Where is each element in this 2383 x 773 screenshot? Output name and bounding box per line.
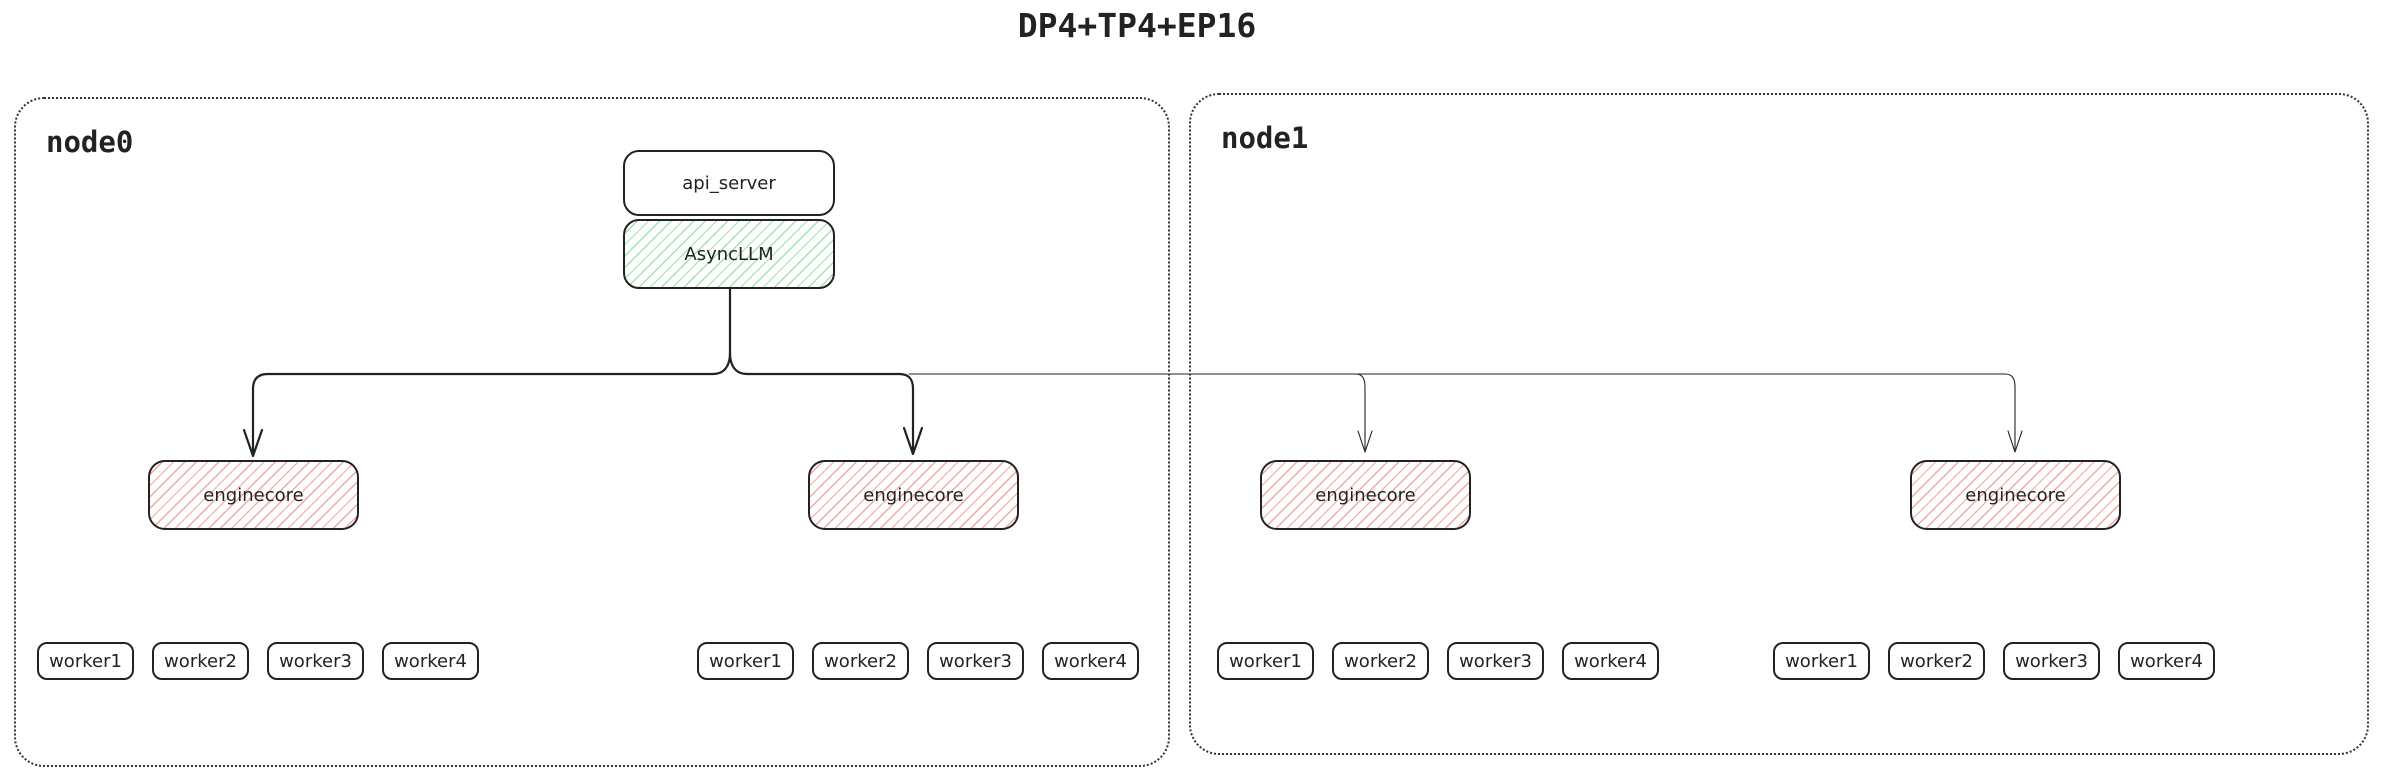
stem-and-left-branch-line	[251, 287, 732, 453]
worker-box: worker4	[2118, 642, 2215, 680]
enginecore-label: enginecore	[863, 484, 964, 506]
diagram-title: DP4+TP4+EP16	[1017, 6, 1257, 45]
asyncllm-box: AsyncLLM	[623, 219, 835, 289]
worker-row-4: worker1 worker2 worker3 worker4	[1773, 642, 2215, 680]
arrowhead-enginecore1	[242, 428, 264, 458]
api-server-box: api_server	[623, 150, 835, 216]
worker-box: worker2	[812, 642, 909, 680]
node1-label: node1	[1221, 121, 1309, 155]
arrowhead-enginecore4	[2007, 430, 2023, 453]
cross-node-line	[908, 373, 2016, 450]
branch-enginecore3-line	[1355, 373, 1366, 450]
worker-box: worker3	[2003, 642, 2100, 680]
worker-box: worker2	[1888, 642, 1985, 680]
arrowhead-enginecore3	[1357, 430, 1373, 453]
worker-box: worker4	[382, 642, 479, 680]
worker-box: worker4	[1562, 642, 1659, 680]
enginecore-label: enginecore	[203, 484, 304, 506]
node1-container: node1	[1189, 93, 2369, 755]
arrowhead-enginecore2	[902, 426, 924, 456]
enginecore-label: enginecore	[1965, 484, 2066, 506]
asyncllm-label: AsyncLLM	[684, 243, 774, 265]
node0-container: node0	[14, 97, 1170, 767]
worker-row-1: worker1 worker2 worker3 worker4	[37, 642, 479, 680]
enginecore-box-1: enginecore	[148, 460, 359, 530]
worker-box: worker1	[1773, 642, 1870, 680]
worker-box: worker3	[1447, 642, 1544, 680]
worker-box: worker2	[1332, 642, 1429, 680]
right-branch-line	[728, 351, 915, 451]
enginecore-box-2: enginecore	[808, 460, 1019, 530]
worker-box: worker1	[697, 642, 794, 680]
worker-box: worker4	[1042, 642, 1139, 680]
enginecore-box-4: enginecore	[1910, 460, 2121, 530]
worker-row-3: worker1 worker2 worker3 worker4	[1217, 642, 1659, 680]
node0-label: node0	[46, 125, 134, 159]
worker-box: worker1	[1217, 642, 1314, 680]
worker-box: worker3	[927, 642, 1024, 680]
worker-row-2: worker1 worker2 worker3 worker4	[697, 642, 1139, 680]
worker-box: worker1	[37, 642, 134, 680]
enginecore-box-3: enginecore	[1260, 460, 1471, 530]
worker-box: worker3	[267, 642, 364, 680]
worker-box: worker2	[152, 642, 249, 680]
api-server-label: api_server	[682, 172, 776, 194]
enginecore-label: enginecore	[1315, 484, 1416, 506]
